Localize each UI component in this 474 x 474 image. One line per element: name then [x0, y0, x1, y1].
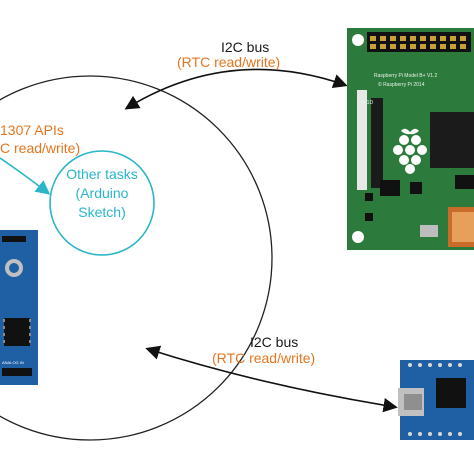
pi-copyright-text: © Raspberry Pi 2014	[378, 81, 425, 88]
api-label-line1: 1307 APIs	[0, 122, 64, 138]
arduino-shield-board: ANALOG IN	[0, 230, 38, 385]
arduino-system-circle	[0, 75, 273, 441]
raspberry-pi-board: Raspberry Pi Model B+ V1.2 © Raspberry P…	[347, 28, 474, 250]
tasks-line2: (Arduino	[75, 185, 129, 201]
api-label-line2: C read/write)	[0, 140, 81, 156]
bottom-i2c-title: I2C bus	[250, 334, 299, 350]
pi-silk-label: SP1D	[360, 100, 373, 106]
shield-analog-text: ANALOG IN	[2, 360, 24, 365]
top-i2c-title: I2C bus	[221, 39, 270, 55]
tasks-line3: Sketch)	[78, 204, 126, 220]
bottom-i2c-subtitle: (RTC read/write)	[212, 350, 316, 366]
tasks-line1: Other tasks	[66, 166, 138, 182]
pi-model-text: Raspberry Pi Model B+ V1.2	[374, 73, 437, 79]
top-i2c-arrow	[124, 68, 348, 110]
tasks-bubble-text: Other tasks (Arduino Sketch)	[52, 165, 152, 222]
top-i2c-subtitle: (RTC read/write)	[177, 54, 281, 70]
api-to-tasks-arrow	[0, 157, 51, 195]
raspberry-logo	[393, 128, 427, 174]
tasks-bubble	[49, 150, 155, 256]
bottom-i2c-arrow	[145, 345, 398, 413]
arduino-nano-board	[398, 360, 474, 440]
